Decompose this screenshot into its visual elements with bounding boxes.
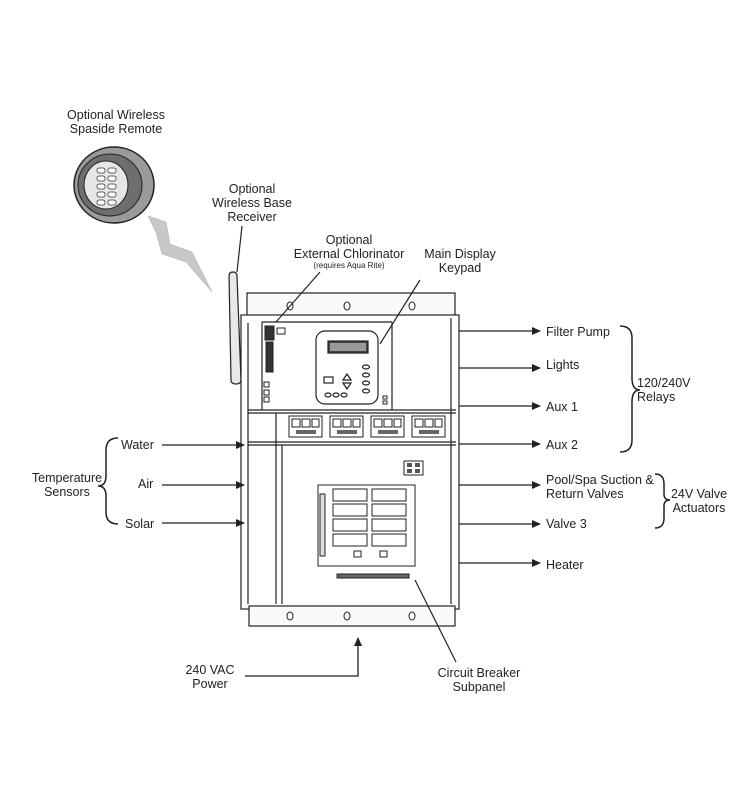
lights-label: Lights [546, 358, 580, 372]
chlorinator-note: (requires Aqua Rite) [313, 261, 385, 270]
display-leader [379, 279, 421, 345]
sensors-bracket [97, 437, 119, 525]
spaside-remote-icon [73, 146, 155, 224]
air-label: Air [138, 477, 154, 491]
relay-strip [288, 415, 446, 438]
receiver-leader [236, 225, 243, 273]
solar-label: Solar [125, 517, 155, 531]
aux1-label: Aux 1 [546, 400, 578, 414]
chlorinator-leader [275, 271, 321, 323]
breaker-leader [414, 579, 457, 663]
water-label: Water [121, 438, 154, 452]
filter-pump-label: Filter Pump [546, 325, 610, 339]
mounting-holes [286, 301, 416, 621]
wireless-signal-icon [147, 215, 213, 293]
breaker-subpanel [317, 460, 424, 579]
display-keypad [315, 330, 379, 405]
main-board [263, 325, 388, 405]
aux2-label: Aux 2 [546, 438, 578, 452]
valve3-label: Valve 3 [546, 517, 587, 531]
heater-label: Heater [546, 558, 584, 572]
power-arrow [245, 637, 362, 677]
relays-bracket [619, 325, 641, 453]
suction-valves-label: Pool/Spa Suction &Return Valves [546, 473, 654, 501]
actuators-bracket [654, 473, 671, 529]
antenna-icon [228, 271, 242, 385]
